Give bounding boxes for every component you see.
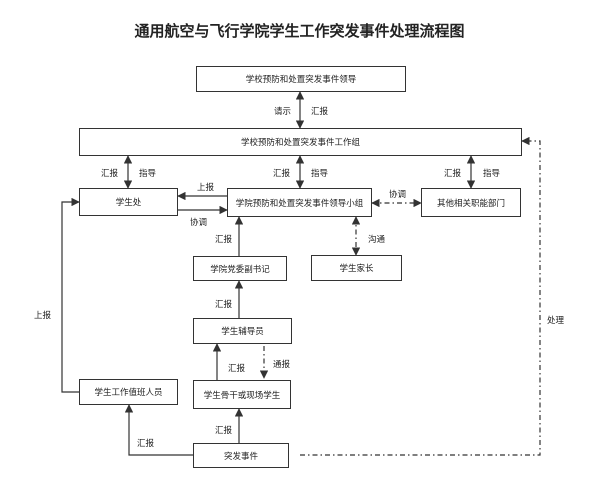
working-group-box: 学校预防和处置突发事件工作组 (79, 128, 522, 156)
label-communicate: 沟通 (368, 235, 386, 245)
other-depts-box: 其他相关职能部门 (421, 188, 521, 217)
label-report-backbone: 汇报 (228, 364, 246, 374)
label-guide-other: 指导 (483, 169, 501, 179)
label-report-up-duty: 上报 (34, 311, 52, 321)
party-secretary-box: 学院党委副书记 (193, 256, 287, 281)
label-report-up-college: 上报 (197, 183, 215, 193)
label-report-other: 汇报 (444, 169, 462, 179)
label-report-college: 汇报 (273, 169, 291, 179)
chart-title: 通用航空与飞行学院学生工作突发事件处理流程图 (134, 22, 465, 40)
counselor-box: 学生辅导员 (193, 318, 292, 344)
incident-box: 突发事件 (193, 443, 289, 468)
label-report-leader: 汇报 (311, 107, 329, 117)
leader-group-box: 学校预防和处置突发事件领导 (196, 66, 406, 92)
label-handle: 处理 (547, 316, 565, 326)
label-report-counselor: 汇报 (215, 300, 233, 310)
label-coordinate-other: 协调 (389, 190, 407, 200)
college-group-box: 学院预防和处置突发事件领导小组 (227, 188, 372, 217)
parents-box: 学生家长 (311, 255, 402, 281)
backbone-box: 学生骨干或现场学生 (193, 380, 291, 409)
arrow-duty-office (61, 197, 80, 393)
arrow-incident-working-dashed (300, 136, 541, 456)
label-report-duty: 汇报 (137, 439, 155, 449)
label-guide-college: 指导 (311, 169, 329, 179)
label-request: 请示 (274, 107, 292, 117)
duty-staff-box: 学生工作值班人员 (79, 379, 178, 405)
label-report-office: 汇报 (101, 169, 119, 179)
student-office-box: 学生处 (79, 188, 178, 216)
label-guide-office: 指导 (139, 169, 157, 179)
label-report-incident: 汇报 (215, 426, 233, 436)
label-coordinate-office: 协调 (190, 218, 208, 228)
label-report-secretary: 汇报 (215, 235, 233, 245)
label-notify: 通报 (273, 360, 291, 370)
